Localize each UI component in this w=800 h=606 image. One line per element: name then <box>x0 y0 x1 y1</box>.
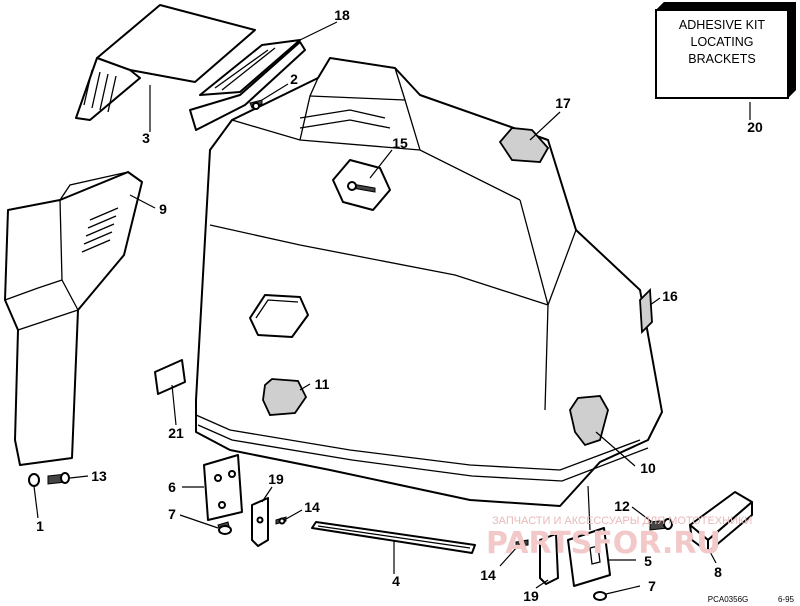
callout-10: 10 <box>640 460 656 476</box>
callout-19-right: 19 <box>523 588 539 604</box>
footer: PCA0356G 6-95 <box>708 595 795 604</box>
side-hex-window <box>249 294 309 338</box>
callout-4: 4 <box>392 573 400 589</box>
foam-pad-11 <box>262 378 308 416</box>
decal-21 <box>154 359 186 395</box>
screw-7-right <box>593 591 607 601</box>
callout-11: 11 <box>315 376 330 392</box>
engine-cover <box>195 57 663 507</box>
callout-7-right: 7 <box>648 578 656 594</box>
screw-13 <box>47 472 70 485</box>
kit-line-3: BRACKETS <box>688 52 755 66</box>
screw-14-left <box>275 516 287 525</box>
callout-3: 3 <box>142 130 150 146</box>
foam-pad-10 <box>569 395 609 447</box>
figure-code: PCA0356G <box>708 595 748 604</box>
leader-lines <box>33 21 751 595</box>
callout-5: 5 <box>644 553 652 569</box>
kit-line-1: ADHESIVE KIT <box>679 18 765 32</box>
watermark: ЗАПЧАСТИ И АКСЕССУАРЫ ДЛЯ МОТОТЕХНИКИ PA… <box>486 515 752 561</box>
vent-cover-3 <box>75 4 256 121</box>
callout-labels: 20 18 2 3 9 17 15 16 11 10 21 13 1 6 7 1… <box>36 7 763 604</box>
callout-6: 6 <box>168 479 176 495</box>
screw-14-right <box>515 539 529 548</box>
hex-plate-15 <box>332 159 391 211</box>
screw-7-left <box>217 521 232 535</box>
callout-16: 16 <box>662 288 678 304</box>
callout-7-left: 7 <box>168 506 176 522</box>
figure-date: 6-95 <box>778 595 795 604</box>
bracket-6 <box>203 454 243 521</box>
watermark-site: PARTSFOR.RU <box>486 526 721 561</box>
callout-12: 12 <box>614 498 630 514</box>
bracket-19-right <box>539 533 559 585</box>
callout-21: 21 <box>168 425 184 441</box>
screw-12 <box>649 518 673 531</box>
side-cover-9 <box>4 171 143 466</box>
callout-19-left: 19 <box>268 471 284 487</box>
foam-pad-17 <box>498 127 550 163</box>
callout-15: 15 <box>392 135 408 151</box>
callout-17: 17 <box>555 95 571 111</box>
plate-5 <box>567 527 611 587</box>
callout-2: 2 <box>290 71 298 87</box>
callout-14-left: 14 <box>304 499 320 515</box>
callout-14-right: 14 <box>480 567 496 583</box>
washer-1 <box>28 473 40 487</box>
callout-9: 9 <box>159 201 167 217</box>
callout-8: 8 <box>714 564 722 580</box>
block-8 <box>689 491 753 553</box>
adhesive-kit-box: ADHESIVE KIT LOCATING BRACKETS <box>655 2 796 99</box>
watermark-caption: ЗАПЧАСТИ И АКСЕССУАРЫ ДЛЯ МОТОТЕХНИКИ <box>492 515 752 527</box>
callout-20: 20 <box>747 119 763 135</box>
foam-pad-16 <box>639 287 653 335</box>
callout-1: 1 <box>36 518 44 534</box>
callout-18: 18 <box>334 7 350 23</box>
screw-2 <box>249 99 263 110</box>
callout-13: 13 <box>91 468 107 484</box>
bracket-19-left <box>251 497 269 547</box>
seal-strip-4 <box>311 521 476 554</box>
kit-line-2: LOCATING <box>691 35 754 49</box>
